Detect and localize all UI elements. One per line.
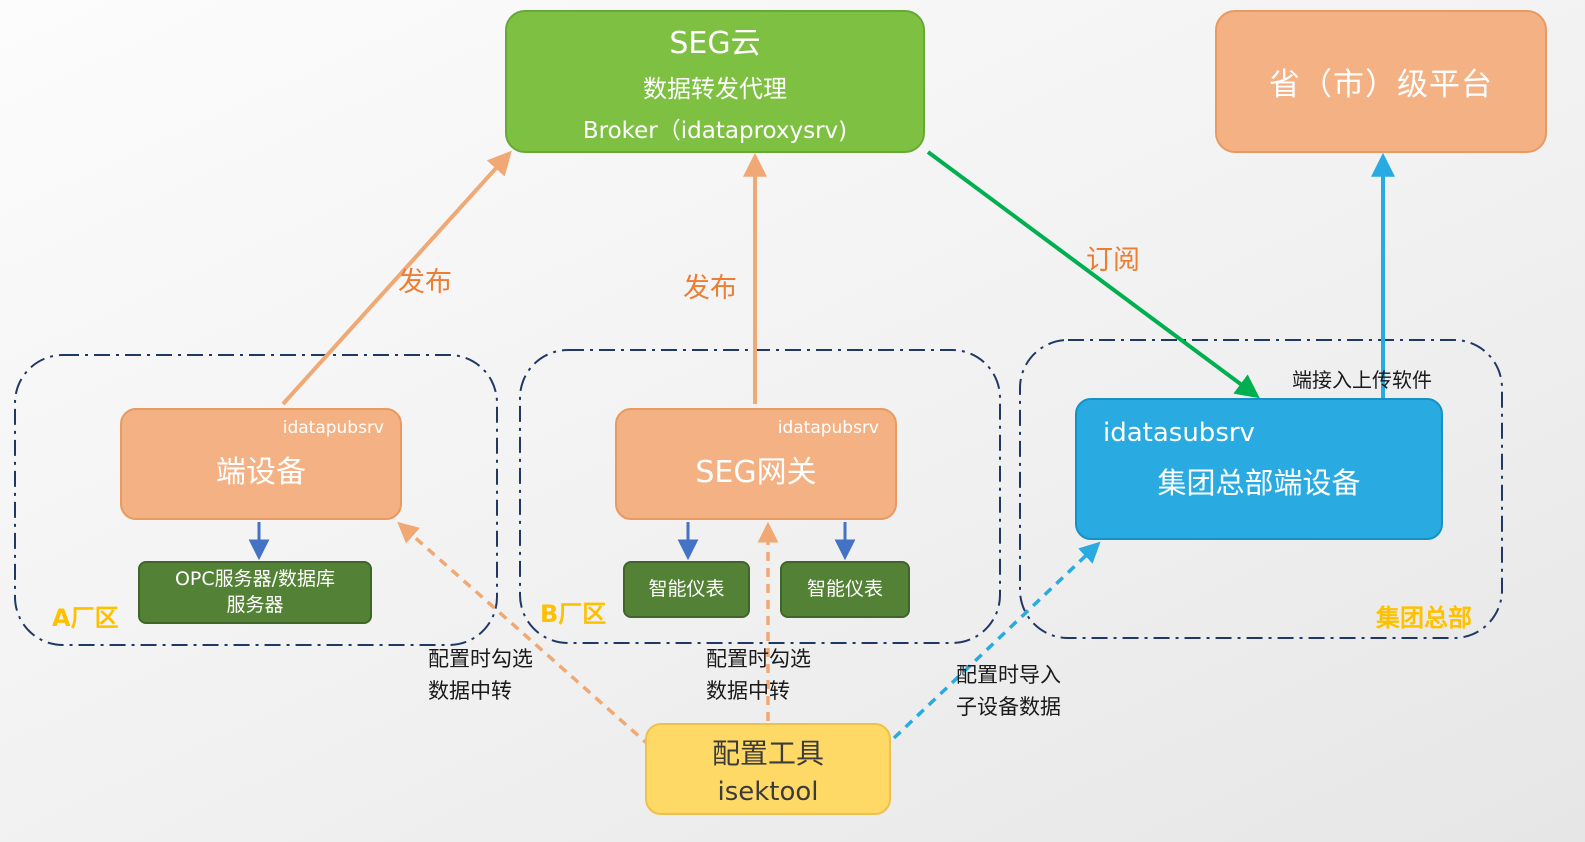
- seg-cloud-broker: Broker（idataproxysrv): [582, 118, 848, 144]
- config-dashed-arrow-hq: [892, 541, 1101, 740]
- config-note-hq-line1: 配置时导入: [956, 663, 1061, 687]
- config-tool-title: 配置工具: [711, 736, 824, 770]
- config-note-device-a-line2: 数据中转: [428, 678, 512, 703]
- node-edge-device: idatapubsrv 端设备: [120, 408, 402, 520]
- edge-device-label: 端设备: [216, 455, 306, 490]
- hq-region-border: [1019, 339, 1503, 639]
- upload-software-label: 端接入上传软件: [1292, 368, 1432, 392]
- config-note-gateway-line1: 配置时勾选: [706, 647, 811, 671]
- seg-gateway-service-tag: idatapubsrv: [777, 418, 879, 438]
- config-tool-name: isektool: [717, 776, 819, 807]
- config-note-gateway: 配置时勾选 数据中转: [706, 644, 811, 707]
- config-note-gateway-line2: 数据中转: [706, 678, 790, 703]
- node-opc-server: OPC服务器/数据库 服务器: [138, 561, 372, 624]
- publish-label-b: 发布: [683, 273, 737, 304]
- publish-arrow-a: [281, 150, 512, 406]
- zone-a-label: A厂区: [52, 604, 119, 632]
- opc-server-line2: 服务器: [226, 593, 284, 616]
- hq-device-label: 集团总部端设备: [1157, 466, 1361, 500]
- zone-b-label: B厂区: [540, 600, 607, 628]
- seg-cloud-subtitle: 数据转发代理: [643, 75, 787, 103]
- node-config-tool: 配置工具 isektool: [645, 723, 891, 815]
- subscribe-label: 订阅: [1086, 245, 1140, 276]
- hq-region-label: 集团总部: [1376, 604, 1472, 632]
- zone-a-region-border: [14, 354, 498, 646]
- node-smart-meter-2: 智能仪表: [780, 561, 910, 618]
- edge-device-service-tag: idatapubsrv: [282, 418, 384, 438]
- config-dashed-arrow-device-a: [397, 521, 652, 748]
- publish-label-a: 发布: [398, 267, 452, 298]
- node-hq-device: idatasubsrv 集团总部端设备: [1075, 398, 1443, 540]
- smart-meter-2-label: 智能仪表: [806, 577, 883, 600]
- zone-b-region-border: [519, 349, 1001, 644]
- config-note-device-a: 配置时勾选 数据中转: [428, 644, 533, 707]
- smart-meter-1-label: 智能仪表: [648, 577, 725, 600]
- seg-gateway-label: SEG网关: [695, 455, 817, 490]
- config-note-device-a-line1: 配置时勾选: [428, 647, 533, 671]
- node-seg-cloud: SEG云 数据转发代理 Broker（idataproxysrv): [505, 10, 925, 153]
- subscribe-arrow: [926, 150, 1260, 399]
- opc-server-line1: OPC服务器/数据库: [174, 567, 336, 590]
- node-seg-gateway: idatapubsrv SEG网关: [615, 408, 897, 520]
- node-smart-meter-1: 智能仪表: [623, 561, 750, 618]
- config-note-hq-line2: 子设备数据: [956, 694, 1061, 719]
- province-platform-label: 省（市）级平台: [1269, 67, 1493, 103]
- seg-cloud-title: SEG云: [669, 26, 761, 61]
- hq-device-service: idatasubsrv: [1103, 418, 1255, 448]
- node-province-platform: 省（市）级平台: [1215, 10, 1547, 153]
- config-note-hq: 配置时导入 子设备数据: [956, 660, 1061, 723]
